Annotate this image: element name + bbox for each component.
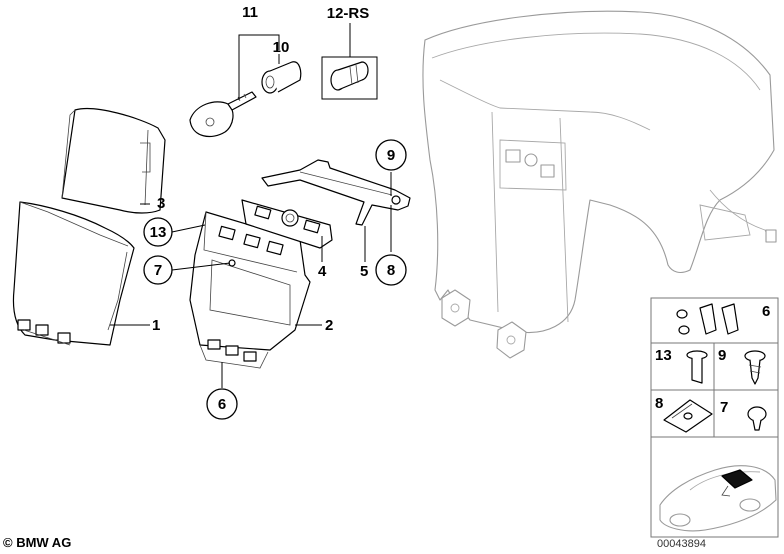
inset-car-locator: [659, 465, 777, 532]
label-11: 11: [242, 4, 258, 21]
inset-part-8-nut: [663, 399, 713, 433]
copyright: © BMW AG: [3, 535, 72, 550]
leader-lines: [110, 23, 392, 388]
label-7: 7: [154, 262, 162, 279]
inset-part-9-screw: [744, 350, 766, 385]
label-13: 13: [150, 224, 167, 241]
console-outline: [422, 10, 777, 359]
part-2-frame: [189, 211, 311, 369]
callout-circle-8: [375, 254, 407, 286]
inset-label-9: 9: [718, 347, 726, 364]
label-12-rs: 12-RS: [327, 5, 370, 22]
inset-label-6: 6: [762, 303, 770, 320]
inset-part-13-screw: [686, 350, 708, 384]
label-6: 6: [218, 396, 226, 413]
label-5: 5: [360, 263, 368, 280]
callout-circle-13: [143, 217, 173, 247]
callout-circle-6: [206, 388, 238, 420]
label-2: 2: [325, 317, 333, 334]
drawing-number: 00043894: [657, 538, 706, 550]
callout-circle-9: [375, 139, 407, 171]
part-5-rail: [261, 159, 411, 226]
inset-label-13: 13: [655, 347, 672, 364]
label-1: 1: [152, 317, 160, 334]
inset-label-7: 7: [720, 399, 728, 416]
part-1-cover: [12, 201, 135, 346]
inset-part-7-rivet: [747, 406, 767, 431]
part-11-key: [189, 91, 257, 138]
inset-part-6-clips: [676, 303, 739, 335]
inset-label-8: 8: [655, 395, 663, 412]
label-10: 10: [273, 39, 290, 56]
part-12-rs-screw: [321, 56, 378, 100]
callout-circle-7: [143, 255, 173, 285]
callout-labels: 11 10 12-RS 3 1 2 4 5 13 7 9 8 6: [143, 4, 407, 420]
part-4-bracket: [241, 199, 333, 249]
part-3-lid: [61, 108, 166, 214]
label-9: 9: [387, 147, 395, 164]
label-8: 8: [387, 262, 395, 279]
label-3: 3: [157, 195, 165, 212]
label-4: 4: [318, 263, 327, 280]
part-10-lock-cylinder: [261, 61, 302, 94]
inset-grid: 6 13 9 8 7: [650, 297, 779, 538]
